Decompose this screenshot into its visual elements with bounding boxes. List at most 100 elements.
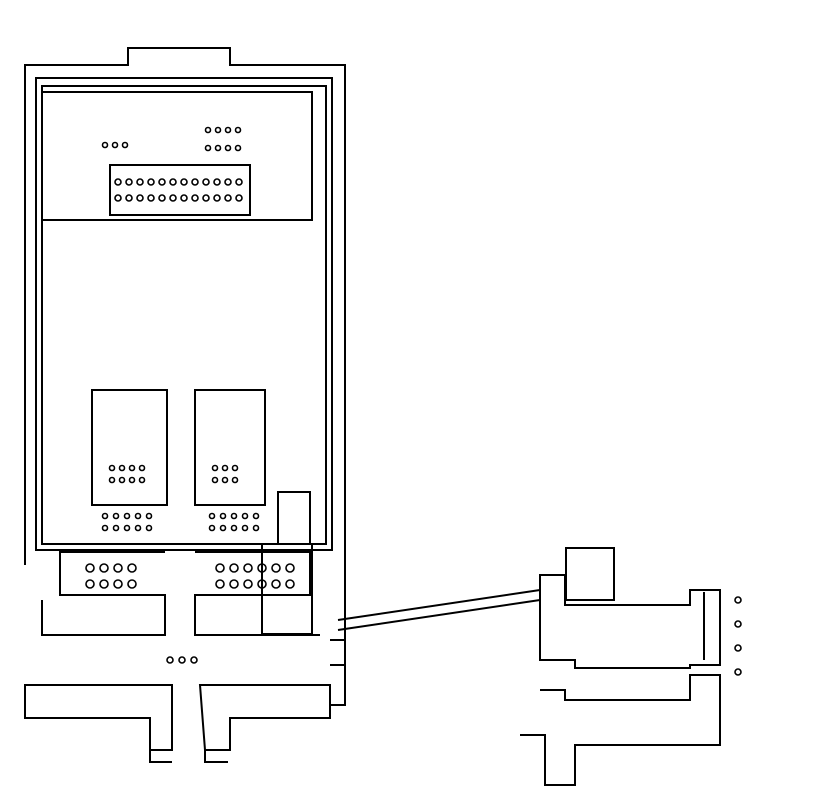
main-temple-enclosure xyxy=(24,47,346,763)
column xyxy=(285,579,295,589)
valley-temple-north-wall xyxy=(539,574,721,669)
column xyxy=(234,126,242,134)
column xyxy=(180,178,188,186)
column xyxy=(257,563,267,573)
column xyxy=(234,144,242,152)
column xyxy=(252,524,260,532)
column xyxy=(158,194,166,202)
column xyxy=(229,579,239,589)
column xyxy=(138,476,146,484)
column xyxy=(101,141,109,149)
column xyxy=(134,512,142,520)
column xyxy=(202,178,210,186)
hall-right xyxy=(194,389,266,506)
column xyxy=(136,178,144,186)
column xyxy=(213,194,221,202)
valley-temple-south-wall xyxy=(520,674,721,786)
column xyxy=(202,194,210,202)
outer-pylon-right xyxy=(198,684,331,751)
column xyxy=(127,579,137,589)
column xyxy=(85,579,95,589)
column xyxy=(221,476,229,484)
column xyxy=(169,194,177,202)
column xyxy=(101,512,109,520)
column xyxy=(243,579,253,589)
column xyxy=(271,563,281,573)
column xyxy=(257,579,267,589)
column xyxy=(211,476,219,484)
column xyxy=(134,524,142,532)
column xyxy=(128,476,136,484)
column xyxy=(138,464,146,472)
hypostyle-hall-rear xyxy=(109,164,251,216)
column xyxy=(208,512,216,520)
column xyxy=(125,178,133,186)
column xyxy=(147,194,155,202)
column xyxy=(113,579,123,589)
column xyxy=(224,144,232,152)
column xyxy=(118,476,126,484)
column xyxy=(271,579,281,589)
side-chamber xyxy=(261,543,313,635)
column xyxy=(219,524,227,532)
column xyxy=(112,512,120,520)
causeway-edge-top xyxy=(337,589,541,621)
column xyxy=(121,141,129,149)
column xyxy=(85,563,95,573)
column xyxy=(213,178,221,186)
column xyxy=(219,512,227,520)
sanctuary-block xyxy=(41,91,313,221)
column xyxy=(224,126,232,134)
column xyxy=(241,524,249,532)
column xyxy=(145,524,153,532)
court-room-right xyxy=(277,491,311,545)
column xyxy=(125,194,133,202)
column xyxy=(204,144,212,152)
causeway-edge-bottom xyxy=(337,599,541,631)
column xyxy=(211,464,219,472)
inner-enclosure-wall xyxy=(35,77,333,551)
column xyxy=(734,620,742,628)
column xyxy=(112,524,120,532)
column xyxy=(99,579,109,589)
column xyxy=(252,512,260,520)
column xyxy=(166,656,174,664)
column xyxy=(180,194,188,202)
column xyxy=(191,194,199,202)
column xyxy=(123,512,131,520)
colonnade-court xyxy=(565,547,615,601)
column xyxy=(99,563,109,573)
column xyxy=(191,178,199,186)
column xyxy=(127,563,137,573)
column xyxy=(114,178,122,186)
enclosure-corner xyxy=(330,639,346,706)
column-group xyxy=(85,126,742,676)
column xyxy=(235,178,243,186)
column xyxy=(111,141,119,149)
column xyxy=(224,194,232,202)
column xyxy=(118,464,126,472)
column xyxy=(231,464,239,472)
outer-enclosure-wall xyxy=(24,47,346,665)
column xyxy=(231,476,239,484)
hall-left xyxy=(91,389,168,506)
column xyxy=(147,178,155,186)
column xyxy=(208,524,216,532)
column xyxy=(285,563,295,573)
column xyxy=(204,126,212,134)
column xyxy=(214,126,222,134)
column xyxy=(128,464,136,472)
column xyxy=(169,178,177,186)
column xyxy=(230,524,238,532)
column xyxy=(136,194,144,202)
entrance-gate xyxy=(149,750,228,763)
column xyxy=(101,524,109,532)
column xyxy=(215,579,225,589)
column xyxy=(734,596,742,604)
column xyxy=(178,656,186,664)
column xyxy=(158,178,166,186)
column xyxy=(235,194,243,202)
column xyxy=(229,563,239,573)
valley-temple xyxy=(520,547,721,786)
